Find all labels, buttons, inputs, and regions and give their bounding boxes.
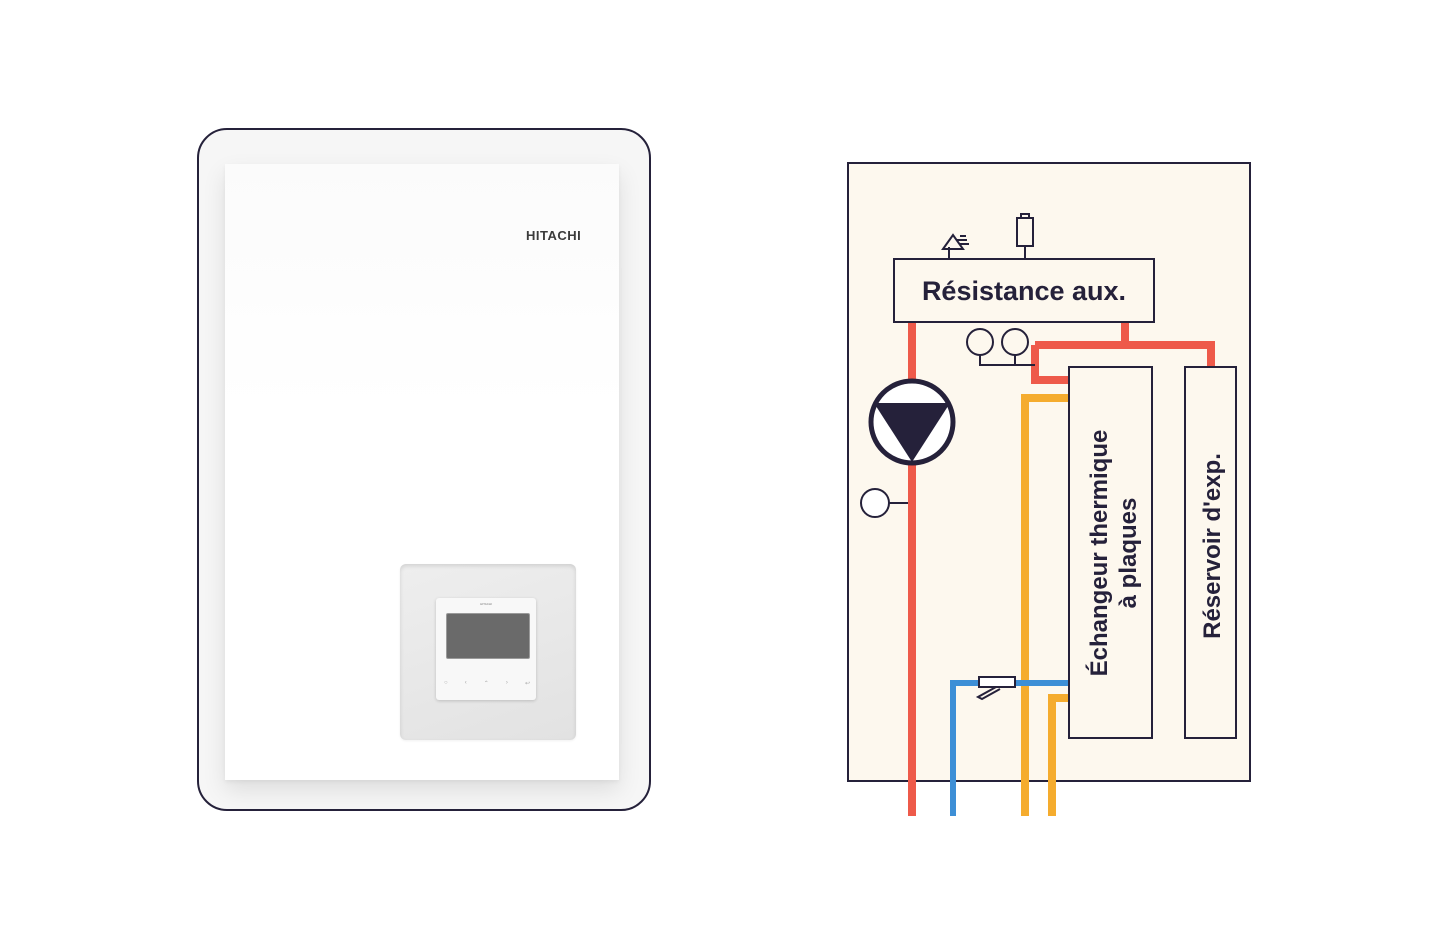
aux-heater-box [893,258,1155,323]
warm-water-pipe-2 [1048,694,1069,816]
expansion-tank-box [1184,366,1237,739]
heat-exchanger-box [1068,366,1153,739]
heat-exchanger-label-line1: Échangeur thermique [1085,430,1113,677]
controller-right-button: › [505,680,508,686]
remote-controller: HITACHI ○ ‹ ⌃ › ↩ [436,598,536,700]
expansion-tank-label: Réservoir d'exp. [1199,453,1226,639]
air-purge-icon [941,233,969,259]
hot-water-pipe-exchanger-inlet [1031,341,1125,384]
controller-up-button: ⌃ [483,681,489,687]
product-image-card: HITACHI HITACHI ○ ‹ ⌃ › ↩ [197,128,651,811]
temperature-sensor-icon [860,488,908,518]
controller-bezel: HITACHI ○ ‹ ⌃ › ↩ [400,564,576,740]
controller-button-row: ○ ‹ ⌃ › ↩ [444,680,530,688]
pump-icon [868,378,956,466]
controller-power-button: ○ [444,680,448,686]
brand-logo: HITACHI [526,228,582,243]
electric-supply-icon [1016,213,1034,259]
aux-heater-label: Résistance aux. [922,276,1126,306]
cold-water-pipe [950,680,1069,816]
controller-screen [446,613,530,659]
controller-brand-logo: HITACHI [480,602,492,606]
controller-left-button: ‹ [464,680,467,686]
heat-exchanger-label-line2: à plaques [1115,498,1142,609]
hot-water-pipe-branch [1121,322,1215,367]
unit-side-edge [621,268,622,744]
controller-back-button: ↩ [524,681,530,687]
sensor-gauge-icon [966,328,1035,366]
indoor-unit-body: HITACHI HITACHI ○ ‹ ⌃ › ↩ [225,164,622,780]
warm-water-pipe-1 [1021,394,1069,816]
flow-switch-icon [975,676,1016,701]
